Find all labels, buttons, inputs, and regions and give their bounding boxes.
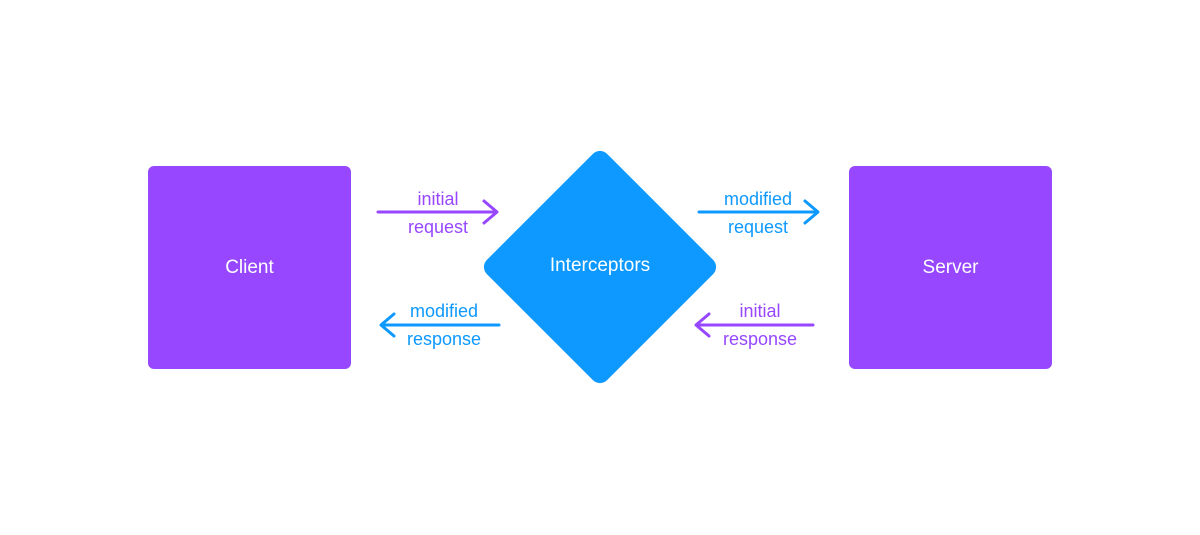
modified-request-label: modified request — [678, 185, 838, 241]
modified-response-arrow — [379, 312, 501, 338]
client-label: Client — [225, 256, 274, 278]
initial-response-label-line1: initial — [739, 301, 781, 321]
initial-request-label-line1: initial — [417, 189, 459, 209]
initial-request-label-line2: request — [407, 217, 469, 237]
modified-response-label: modified response — [364, 297, 524, 353]
modified-response-label-line2: response — [406, 329, 482, 349]
modified-response-label-line1: modified — [409, 301, 479, 321]
modified-request-label-line2: request — [727, 217, 789, 237]
initial-response-arrow — [694, 312, 815, 338]
server-label: Server — [922, 256, 979, 278]
modified-request-arrow — [697, 199, 820, 225]
interceptors-label: Interceptors — [549, 255, 651, 276]
initial-response-label-line2: response — [722, 329, 798, 349]
initial-response-label: initial response — [680, 297, 840, 353]
modified-request-label-line1: modified — [723, 189, 793, 209]
initial-request-arrow — [376, 199, 499, 225]
client-node: Client — [148, 166, 351, 369]
server-node: Server — [849, 166, 1052, 369]
initial-request-label: initial request — [358, 185, 518, 241]
